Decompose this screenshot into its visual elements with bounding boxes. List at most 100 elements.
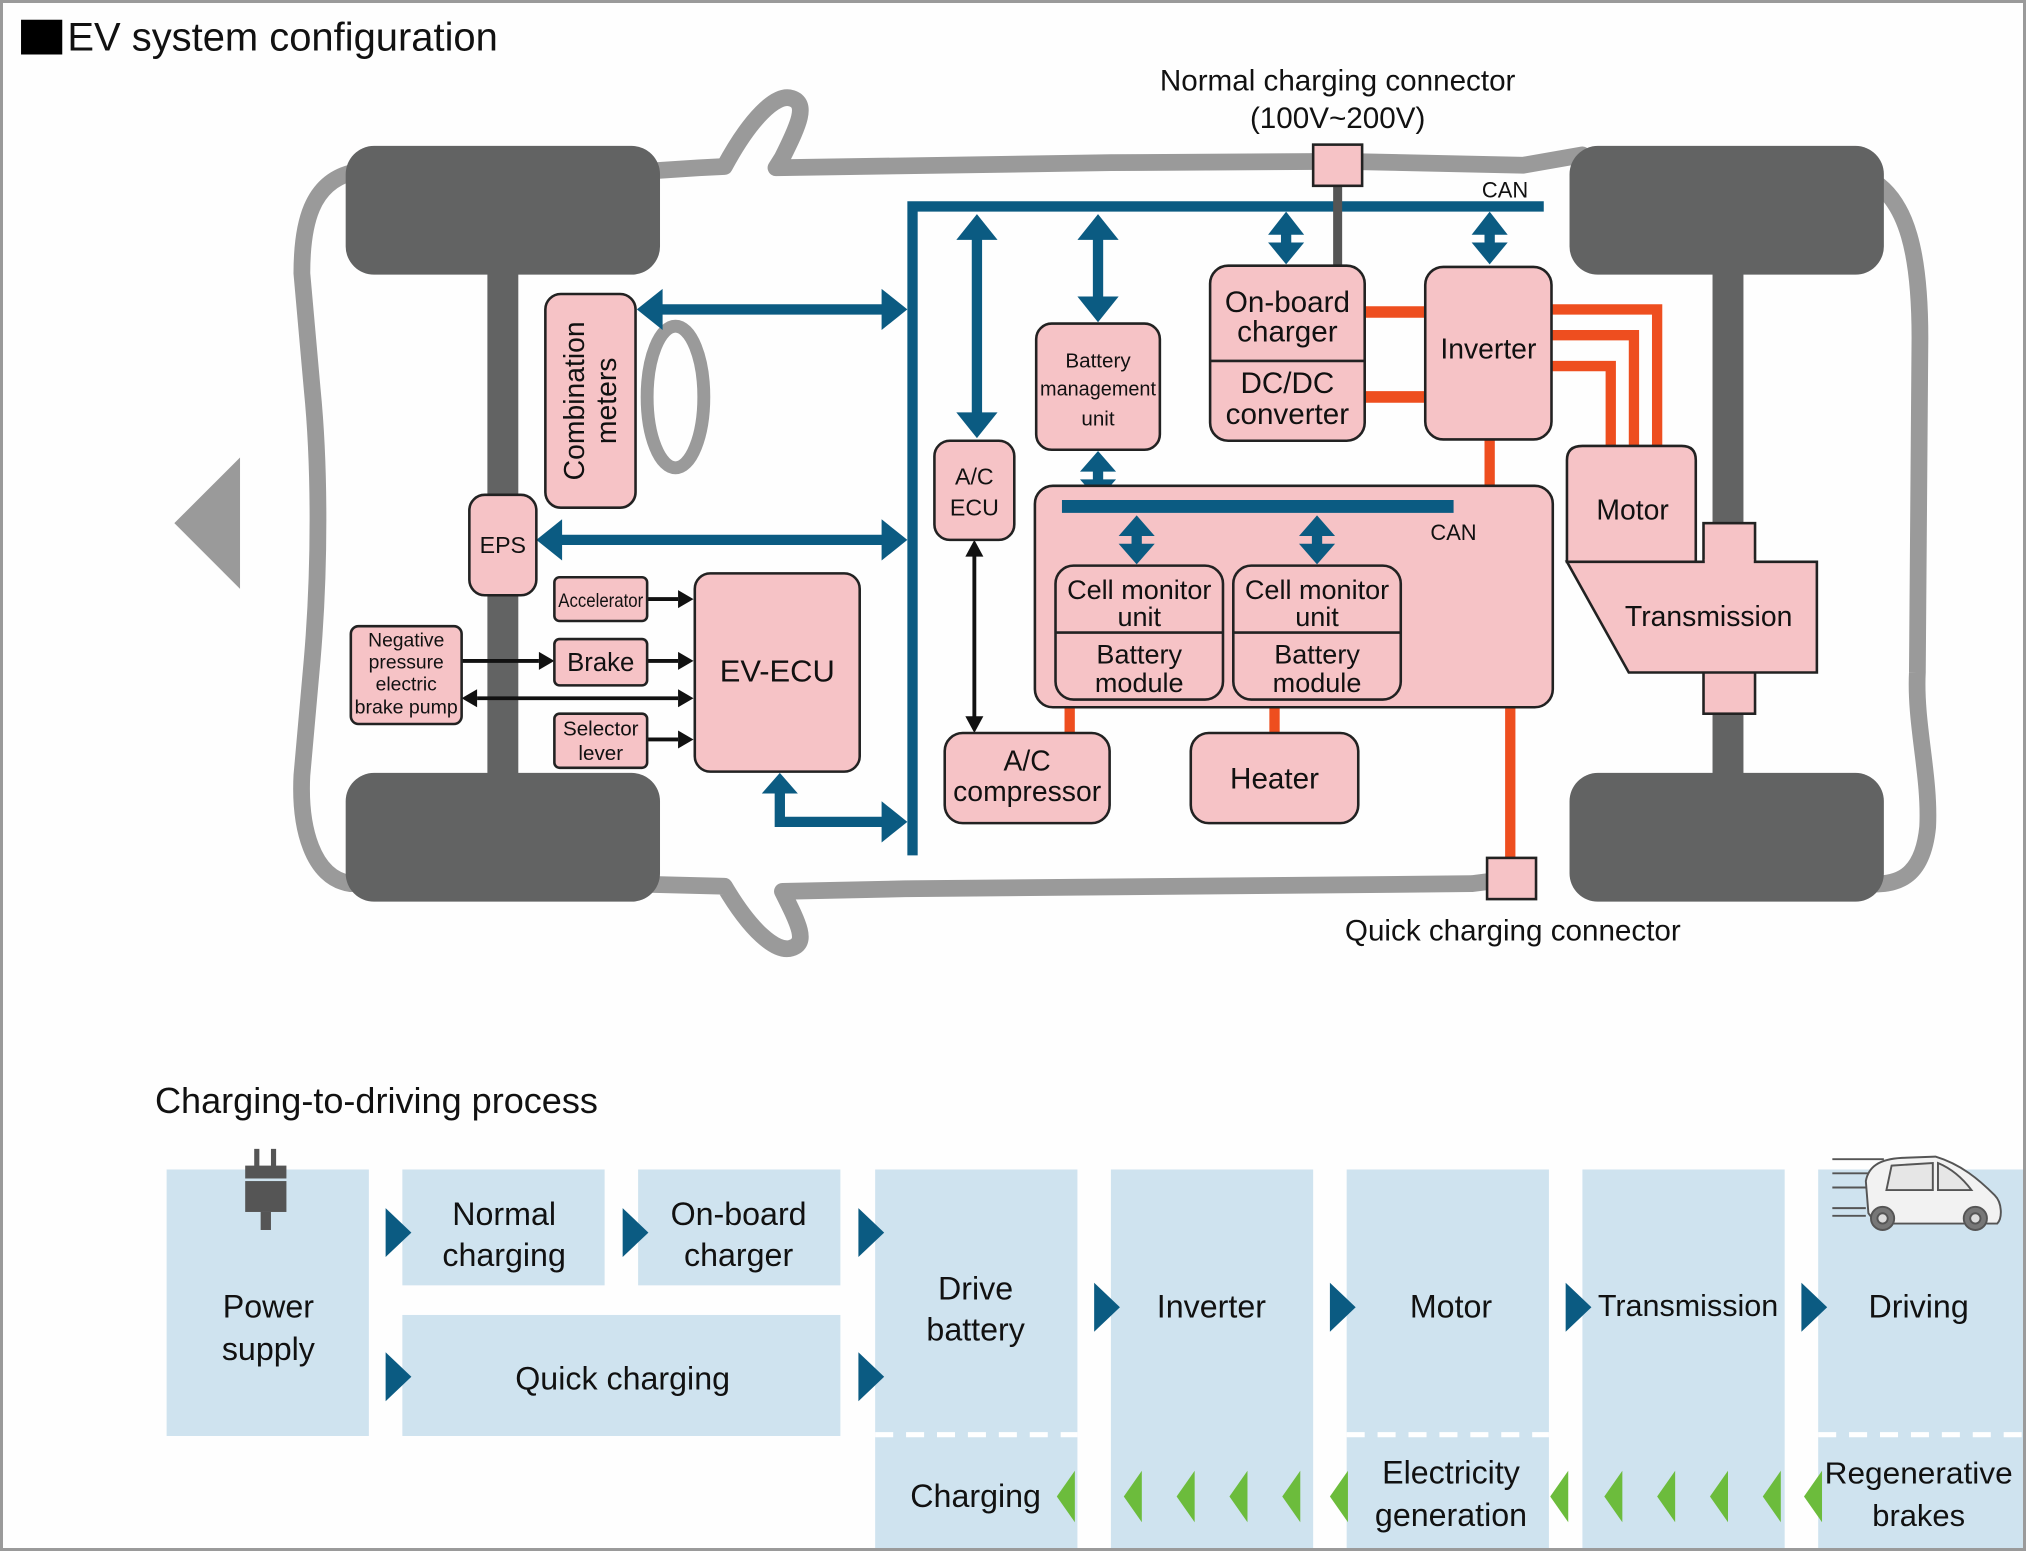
driving-label: Driving [1869,1289,1969,1325]
transmission-process-label: Transmission [1598,1288,1778,1323]
title-square-icon [21,19,63,55]
forward-arrow-icon [1329,1282,1356,1332]
battery-management-unit: Battery management unit [1034,322,1162,452]
can-arrow-cmu-2 [1298,515,1336,565]
dcdc-label-2: converter [1226,398,1350,431]
cmu-2-label-2: unit [1295,602,1339,632]
heater-unit: Heater [1189,731,1360,825]
motor-label: Motor [1596,494,1668,526]
motor-transmission: Motor Transmission [1564,444,1819,715]
body-right-edge [1856,168,1937,893]
process-step-onboard-charger [638,1169,841,1286]
selector-label-2: lever [578,742,623,765]
process-title: Charging-to-driving process [155,1080,598,1121]
can-arrow-charger [1268,211,1305,265]
can-arrow-cmu-1 [1118,515,1155,565]
forward-arrows [385,1208,1828,1402]
bmu-label-3: unit [1081,407,1114,430]
quick-charging-label: Quick charging [515,1361,730,1397]
process-step-inverter [1110,1169,1314,1548]
drive-battery-label-1: Drive [938,1271,1013,1307]
brake-sensor: Brake [553,637,649,687]
regen-arrow-icon [1329,1470,1348,1523]
ac-compressor: A/C compressor [943,731,1111,825]
brake-pump-label-3: electric [376,675,437,696]
regen-arrow-icon [1709,1470,1728,1523]
car-body-outline [174,89,1937,958]
can-arrow-meters [636,288,908,331]
forward-arrow-icon [385,1352,412,1402]
selector-label-1: Selector [563,718,639,741]
brake-pump-label-2: pressure [369,653,444,674]
regen-arrow-icon [1176,1470,1195,1523]
forward-arrow-icon [1094,1282,1120,1332]
regen-arrow-icon [1123,1470,1142,1523]
normal-charging-label-1: Normal [452,1196,556,1232]
quick-charging-connector: Quick charging connector [1345,856,1681,947]
process-step-normal-charging [402,1169,605,1286]
battery-module-2: Cell monitor unit Battery module [1232,564,1403,701]
combination-meters: Combination meters [544,292,637,509]
can-label-main: CAN [1482,177,1528,202]
chassis [345,145,1884,902]
power-plug-icon [245,1148,287,1230]
module-1-label-1: Battery [1096,639,1182,669]
inverter-process-label: Inverter [1157,1289,1266,1325]
regeneration-arrows [1056,1470,1823,1523]
can-arrow-eps [536,519,908,561]
front-left-wheel [345,145,661,275]
brake-pump-label-4: brake pump [355,698,458,719]
charging-label: Charging [910,1478,1041,1514]
process-step-motor [1346,1169,1549,1548]
can-arrow-ac-ecu [956,214,998,439]
normal-charging-label-2: charging [442,1237,566,1273]
motor-unit [1565,444,1698,564]
regen-arrow-icon [1056,1470,1075,1523]
normal-connector-label-2: (100V~200V) [1250,102,1425,135]
bmu-label-1: Battery [1065,349,1131,372]
ev-ecu: EV-ECU [693,572,861,773]
power-lines [1064,304,1663,858]
front-direction-icon [174,457,241,589]
heater-label: Heater [1230,762,1319,795]
cmu-1-label-1: Cell monitor [1067,575,1211,605]
module-2-label-2: module [1273,668,1362,698]
cmu-2-label-1: Cell monitor [1245,575,1389,605]
body-bottom-edge [612,872,1501,958]
bmu-label-2: management [1040,378,1156,401]
module-1-label-2: module [1095,668,1184,698]
onboard-charger-dcdc: On-board charger DC/DC converter [1208,264,1366,443]
can-arrow-ev-ecu [761,772,908,843]
ac-ecu: A/C ECU [933,439,1016,542]
forward-arrow-icon [858,1208,885,1258]
selector-lever: Selector lever [553,712,649,770]
normal-charging-connector: Normal charging connector (100V~200V) [1160,65,1516,267]
accelerator-sensor: Accelerator [553,575,649,623]
accelerator-label: Accelerator [558,591,644,612]
power-supply-label-1: Power [223,1289,315,1325]
drive-battery-label-2: battery [926,1312,1025,1348]
generation-label-2: generation [1375,1497,1527,1533]
can-arrow-inverter [1471,211,1508,265]
regen-label-1: Regenerative [1825,1456,2013,1491]
ac-ecu-label-2: ECU [950,494,999,520]
brake-pump-label-1: Negative [368,631,444,652]
regen-arrow-icon [1550,1470,1569,1523]
brake-label: Brake [567,649,634,677]
process-step-driving [1818,1169,2023,1548]
front-right-wheel [345,772,661,902]
process-step-drive-battery [875,1169,1078,1548]
process-step-quick-charging [402,1314,841,1436]
regen-arrow-icon [1604,1470,1623,1523]
module-2-label-1: Battery [1274,639,1360,669]
brake-pump: Negative pressure electric brake pump [349,624,463,726]
forward-arrow-icon [1801,1282,1828,1332]
onboard-charger-label-2: charger [684,1237,793,1273]
signal-lines [461,539,984,749]
quick-connector-label: Quick charging connector [1345,914,1681,947]
driving-car-icon [1832,1155,2002,1231]
regen-label-2: brakes [1872,1498,1965,1533]
forward-arrow-icon [1565,1282,1592,1332]
title-text: EV system configuration [67,16,497,60]
onboard-charger-label-1: On-board [671,1196,807,1232]
